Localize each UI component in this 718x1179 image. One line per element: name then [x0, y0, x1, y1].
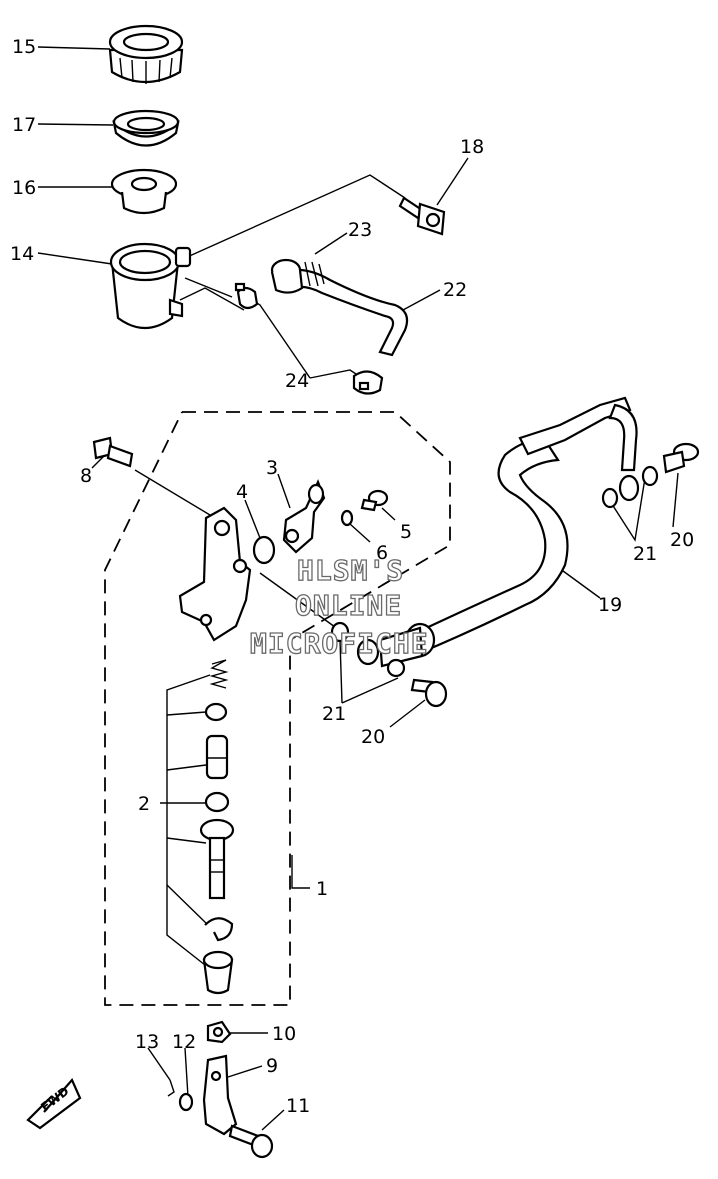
callout-23: 23	[348, 219, 372, 241]
nut-10	[206, 1020, 232, 1044]
reservoir-tank-14	[109, 242, 192, 330]
washer-21-lower	[330, 621, 406, 678]
clevis-9	[202, 1054, 238, 1136]
callout-22: 22	[443, 279, 467, 301]
callout-4: 4	[236, 481, 248, 503]
cup-2	[204, 791, 230, 813]
callout-12: 12	[172, 1031, 196, 1053]
piston	[205, 734, 229, 780]
washer-21-upper	[601, 465, 659, 509]
reservoir-cap-15	[108, 24, 184, 84]
screw-5	[360, 489, 389, 512]
cotter-pin-13	[167, 1079, 175, 1097]
washer-6	[340, 509, 354, 527]
fwd-arrow-icon: FWD	[26, 1077, 82, 1130]
callout-19: 19	[598, 594, 622, 616]
watermark-line-3: MICROFICHE	[250, 627, 429, 660]
callout-18: 18	[460, 136, 484, 158]
callout-20-lower: 20	[361, 726, 385, 748]
callout-1: 1	[316, 878, 328, 900]
callout-11: 11	[286, 1095, 310, 1117]
watermark: HLSM'S ONLINE MICROFICHE	[249, 553, 429, 660]
callout-13: 13	[135, 1031, 159, 1053]
hose-joint-3	[282, 479, 326, 554]
union-bolt-18	[398, 196, 446, 236]
bolt-20-lower	[410, 678, 448, 708]
callout-14: 14	[10, 243, 34, 265]
callout-10: 10	[272, 1023, 296, 1045]
callout-numbers: 15 17 16 14 18 23 22 24 8 4 3 5 6 19 21 …	[10, 36, 694, 1117]
callout-2: 2	[138, 793, 150, 815]
hose-clamp-24a	[234, 282, 259, 310]
callout-21-lower: 21	[322, 703, 346, 725]
callout-3: 3	[266, 457, 278, 479]
master-cylinder-assembly-outline	[104, 411, 451, 1006]
boot	[202, 950, 234, 995]
callout-6: 6	[376, 542, 388, 564]
reservoir-hose-22	[288, 268, 409, 357]
brake-hose-19	[356, 396, 640, 668]
bolt-20-upper	[662, 442, 700, 474]
washer-12	[178, 1092, 194, 1112]
leader-lines	[37, 46, 679, 1131]
push-rod	[199, 818, 235, 900]
callout-21-upper: 21	[633, 543, 657, 565]
callout-16: 16	[12, 177, 36, 199]
callout-15: 15	[12, 36, 36, 58]
bolt-8	[92, 436, 134, 468]
circlip	[204, 917, 234, 942]
watermark-line-1: HLSM'S	[297, 554, 404, 587]
callout-5: 5	[400, 521, 412, 543]
callout-24: 24	[285, 370, 309, 392]
callout-8: 8	[80, 465, 92, 487]
cup	[204, 702, 228, 722]
pin-11	[228, 1124, 274, 1159]
callout-17: 17	[12, 114, 36, 136]
spring	[209, 659, 229, 689]
callout-20-upper: 20	[670, 529, 694, 551]
callout-9: 9	[266, 1055, 278, 1077]
hose-clamp-24b	[352, 370, 384, 395]
o-ring-4	[252, 535, 276, 565]
hose-joint-23	[270, 258, 325, 294]
diaphragm-17	[112, 109, 180, 147]
diaphragm-plate-16	[110, 168, 178, 215]
watermark-line-2: ONLINE	[295, 589, 402, 622]
master-cylinder-body	[178, 506, 252, 642]
